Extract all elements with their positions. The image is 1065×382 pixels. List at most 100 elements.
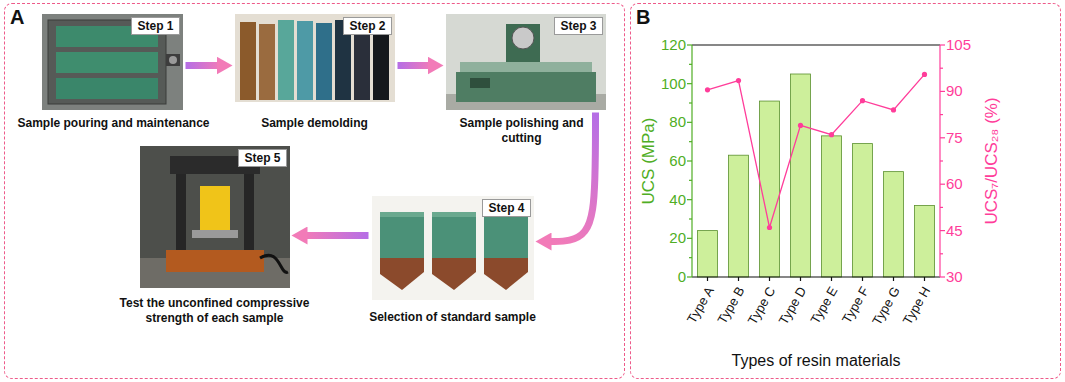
photo-shape: [140, 146, 290, 288]
axis-line: [689, 257, 692, 258]
photo-shape: [297, 21, 313, 100]
axis-tick-label: 100: [630, 75, 686, 92]
panel-letter: A: [10, 6, 24, 28]
photo-shape: [506, 24, 540, 66]
photo-shape: [432, 212, 476, 258]
step-caption: Sample pouring and maintenance: [6, 116, 222, 131]
axis-line: [940, 184, 945, 185]
ratio-point: [829, 132, 834, 137]
step-caption: Selection of standard sample: [343, 310, 563, 325]
axis-line: [687, 122, 692, 123]
axis-tick-label: 120: [630, 37, 686, 54]
photo-shape: [176, 174, 186, 258]
step-badge: Step 4: [482, 199, 530, 217]
axis-line: [862, 277, 863, 281]
ratio-point: [736, 78, 741, 83]
axis-tick-label: 60: [630, 153, 686, 170]
axis-line: [924, 277, 925, 281]
panel-frame: Step 1Sample pouring and maintenanceStep…: [4, 3, 625, 379]
step-box: Step 1Sample pouring and maintenance: [42, 14, 183, 110]
flow-arrow: [186, 62, 221, 69]
axis-line: [738, 277, 739, 281]
step-caption: Sample demolding: [220, 116, 410, 131]
axis-line: [687, 276, 692, 277]
photo-shape: [244, 174, 254, 258]
photo-shape: [166, 250, 264, 272]
photo-shape: [380, 212, 424, 258]
axis-tick-label: 30: [946, 269, 963, 286]
photo-shape: [484, 258, 528, 290]
photo-shape: [235, 14, 395, 102]
axis-line: [831, 277, 832, 281]
step-badge: Step 3: [554, 17, 602, 35]
ratio-point: [860, 98, 865, 103]
photo-shape: [380, 212, 424, 217]
category-label: Type F: [840, 285, 872, 326]
step-badge: Step 1: [131, 17, 179, 35]
photo-shape: [512, 27, 534, 49]
photo-shape: [432, 258, 476, 290]
photo-shape: [470, 78, 490, 88]
photo-shape: [372, 196, 534, 300]
axis-tick-label: 105: [946, 37, 971, 54]
ratio-point: [891, 107, 896, 112]
step-caption: Sample polishing and cutting: [452, 116, 592, 146]
photo-shape: [316, 23, 332, 100]
axis-line: [940, 137, 945, 138]
axis-line: [940, 230, 945, 231]
step-box: Step 4Selection of standard sample: [372, 196, 534, 300]
photo-shape: [432, 212, 476, 217]
axis-line: [687, 83, 692, 84]
step-box: Step 2Sample demolding: [235, 14, 395, 102]
photo-shape: [56, 52, 158, 73]
flow-arrow: [304, 232, 369, 239]
ucs-bar: [822, 136, 842, 277]
photo-shape: [166, 54, 180, 66]
ucs-bar: [853, 144, 873, 277]
ratio-point: [798, 123, 803, 128]
axis-line: [940, 91, 945, 92]
ratio-point: [767, 225, 772, 230]
photo-shape: [259, 24, 275, 100]
step-badge: Step 2: [343, 17, 391, 35]
axis-line: [940, 44, 945, 45]
ratio-line: [708, 74, 925, 227]
axis-line: [940, 68, 943, 69]
axis-line: [893, 277, 894, 281]
panel-letter: B: [636, 6, 650, 28]
axis-title: UCS (MPa): [640, 118, 659, 205]
ucs-bar: [729, 155, 749, 277]
category-label: Type D: [777, 285, 810, 328]
axis-line: [687, 44, 692, 45]
axis-line: [692, 276, 940, 277]
axis-tick-label: 75: [946, 130, 963, 147]
photo-shape: [42, 14, 183, 110]
flow-arrow: [398, 62, 432, 69]
photo-shape: [278, 20, 294, 100]
axis-tick-label: 45: [946, 222, 963, 239]
axis-tick-label: 20: [630, 230, 686, 247]
axis-tick-label: 90: [946, 83, 963, 100]
axis-line: [940, 160, 943, 161]
ucs-bar: [760, 101, 780, 277]
axis-line: [769, 277, 770, 281]
photo-shape: [200, 186, 230, 230]
axis-title: UCS₇/UCS₂₈ (%): [983, 97, 1002, 224]
axis-line: [940, 207, 943, 208]
axis-line: [687, 160, 692, 161]
ucs-bar: [698, 231, 718, 277]
axis-line: [940, 114, 943, 115]
photo-shape: [56, 78, 158, 99]
axis-title: Types of resin materials: [732, 352, 901, 370]
step-box: Step 3Sample polishing and cutting: [446, 14, 606, 110]
photo-shape: [240, 22, 256, 100]
axis-tick-label: 60: [946, 176, 963, 193]
flow-arrow: [548, 113, 596, 242]
axis-line: [692, 44, 940, 45]
axis-line: [707, 277, 708, 281]
axis-line: [689, 102, 692, 103]
axis-line: [687, 238, 692, 239]
step-box: Step 5Test the unconfined compressive st…: [140, 146, 290, 288]
category-label: Type G: [869, 285, 902, 328]
